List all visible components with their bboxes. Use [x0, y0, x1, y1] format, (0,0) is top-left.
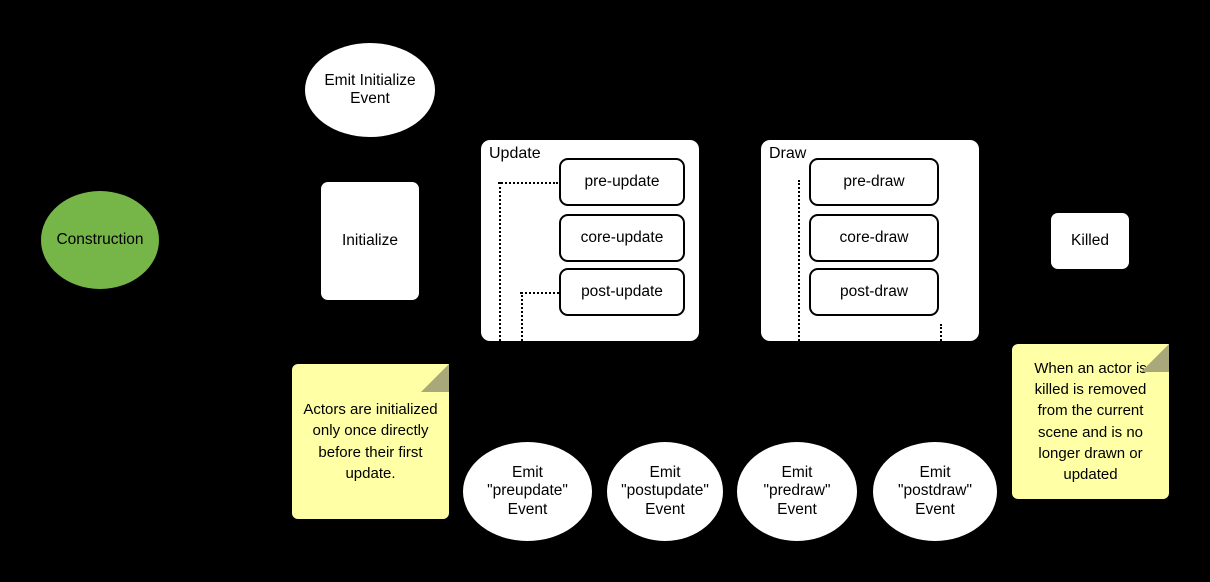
node-emit-predraw-event[interactable]: Emit "predraw" Event [737, 442, 857, 541]
emit-postdraw-line-3: Event [915, 500, 955, 518]
node-emit-initialize-event[interactable]: Emit Initialize Event [305, 43, 435, 137]
node-construction-label: Construction [56, 230, 144, 248]
update-connector-left-vertical [499, 182, 501, 341]
group-draw[interactable]: Draw pre-draw core-draw post-draw [761, 140, 979, 341]
group-draw-label: Draw [769, 145, 807, 162]
draw-connector-left-vertical [798, 180, 800, 341]
node-emit-initialize-event-label: Emit Initialize Event [324, 72, 415, 109]
node-construction[interactable]: Construction [41, 191, 159, 289]
emit-postupdate-line-3: Event [645, 500, 685, 518]
note-killed-fold-icon [1141, 344, 1169, 372]
node-emit-postdraw-event-label: Emit "postdraw" Event [898, 464, 972, 519]
phase-post-update[interactable]: post-update [559, 268, 685, 316]
emit-predraw-line-2: "predraw" [763, 482, 831, 500]
node-emit-preupdate-event[interactable]: Emit "preupdate" Event [463, 442, 592, 541]
emit-postupdate-line-1: Emit [649, 464, 681, 482]
node-emit-preupdate-event-label: Emit "preupdate" Event [487, 464, 568, 519]
note-initialize-text: Actors are initialized only once directl… [303, 400, 438, 482]
node-initialize-label: Initialize [342, 231, 398, 249]
emit-postdraw-line-2: "postdraw" [898, 482, 972, 500]
node-emit-postdraw-event[interactable]: Emit "postdraw" Event [873, 442, 997, 541]
phase-core-draw[interactable]: core-draw [809, 214, 939, 262]
emit-initialize-line-2: Event [350, 90, 390, 107]
node-emit-postupdate-event[interactable]: Emit "postupdate" Event [607, 442, 723, 541]
emit-predraw-line-1: Emit [781, 464, 813, 482]
phase-post-update-label: post-update [581, 283, 663, 300]
phase-core-update-label: core-update [580, 229, 664, 246]
node-emit-predraw-event-label: Emit "predraw" Event [763, 464, 830, 519]
note-initialize-fold-icon [421, 364, 449, 392]
note-killed-text: When an actor is killed is removed from … [1034, 359, 1147, 484]
emit-postupdate-line-2: "postupdate" [621, 482, 709, 500]
update-connector-pre-horizontal [498, 182, 558, 184]
phase-pre-update-label: pre-update [584, 173, 660, 190]
group-update-label: Update [489, 145, 541, 162]
update-connector-post-vertical [521, 292, 523, 341]
emit-preupdate-line-3: Event [507, 500, 548, 518]
phase-pre-update[interactable]: pre-update [559, 158, 685, 206]
emit-predraw-line-3: Event [777, 500, 817, 518]
phase-core-draw-label: core-draw [839, 229, 909, 246]
update-connector-post-horizontal [520, 292, 559, 294]
node-initialize[interactable]: Initialize [321, 182, 419, 300]
phase-pre-draw-label: pre-draw [843, 173, 905, 190]
phase-pre-draw[interactable]: pre-draw [809, 158, 939, 206]
node-killed[interactable]: Killed [1051, 213, 1129, 269]
node-emit-postupdate-event-label: Emit "postupdate" Event [621, 464, 709, 519]
emit-postdraw-line-1: Emit [919, 464, 951, 482]
phase-core-update[interactable]: core-update [559, 214, 685, 262]
emit-preupdate-line-2: "preupdate" [487, 482, 568, 500]
emit-initialize-line-1: Emit Initialize [324, 71, 416, 89]
phase-post-draw[interactable]: post-draw [809, 268, 939, 316]
draw-connector-right-vertical [940, 324, 942, 341]
emit-preupdate-line-1: Emit [511, 464, 543, 482]
group-update[interactable]: Update pre-update core-update post-updat… [481, 140, 699, 341]
node-killed-label: Killed [1071, 231, 1109, 249]
phase-post-draw-label: post-draw [839, 283, 909, 300]
